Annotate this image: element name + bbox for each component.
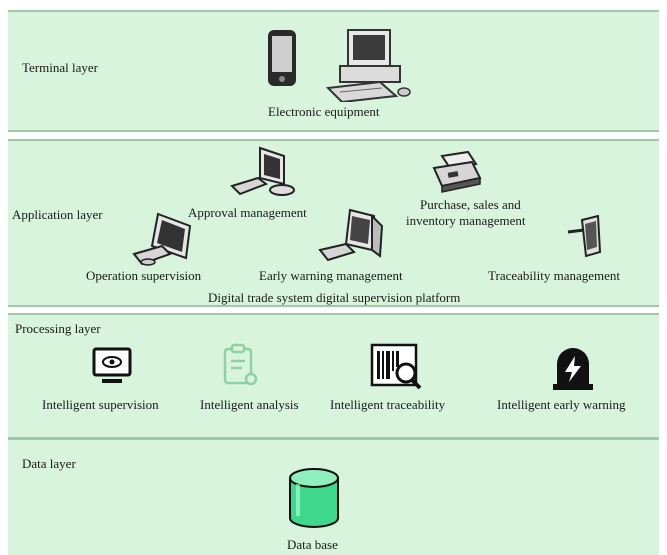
barcode-search-icon — [370, 343, 424, 391]
application-layer — [8, 139, 659, 307]
approval-computer-icon — [228, 144, 300, 200]
processing-layer-title: Processing layer — [15, 321, 101, 336]
purchase-label-line1: Purchase, sales and — [420, 197, 521, 212]
handheld-device-icon — [566, 214, 606, 258]
database-caption: Data base — [287, 537, 338, 552]
tablet-icon — [262, 26, 302, 90]
operation-label: Operation supervision — [86, 268, 202, 283]
monitor-eye-icon — [90, 345, 134, 387]
early-warning-label: Early warning management — [259, 268, 403, 283]
printer-icon — [428, 150, 484, 194]
terminal-layer-title: Terminal layer — [22, 60, 98, 75]
lightning-alarm-icon — [551, 342, 595, 392]
platform-label: Digital trade system digital supervision… — [208, 290, 461, 305]
database-icon — [284, 466, 344, 532]
approval-label: Approval management — [188, 205, 307, 220]
operation-computer-icon — [128, 210, 200, 268]
data-layer-title: Data layer — [22, 456, 76, 471]
traceability-processing-label: Intelligent traceability — [330, 397, 446, 412]
monitor-icon — [316, 206, 388, 264]
desktop-computer-icon — [320, 26, 416, 102]
early-warning-processing-label: Intelligent early warning — [497, 397, 626, 412]
purchase-label-line2: inventory management — [406, 213, 526, 228]
terminal-caption: Electronic equipment — [268, 104, 380, 119]
traceability-label: Traceability management — [488, 268, 621, 283]
clipboard-analysis-icon — [220, 343, 260, 389]
supervision-label: Intelligent supervision — [42, 397, 159, 412]
terminal-layer — [8, 10, 659, 132]
analysis-label: Intelligent analysis — [200, 397, 299, 412]
application-layer-title: Application layer — [12, 207, 103, 222]
